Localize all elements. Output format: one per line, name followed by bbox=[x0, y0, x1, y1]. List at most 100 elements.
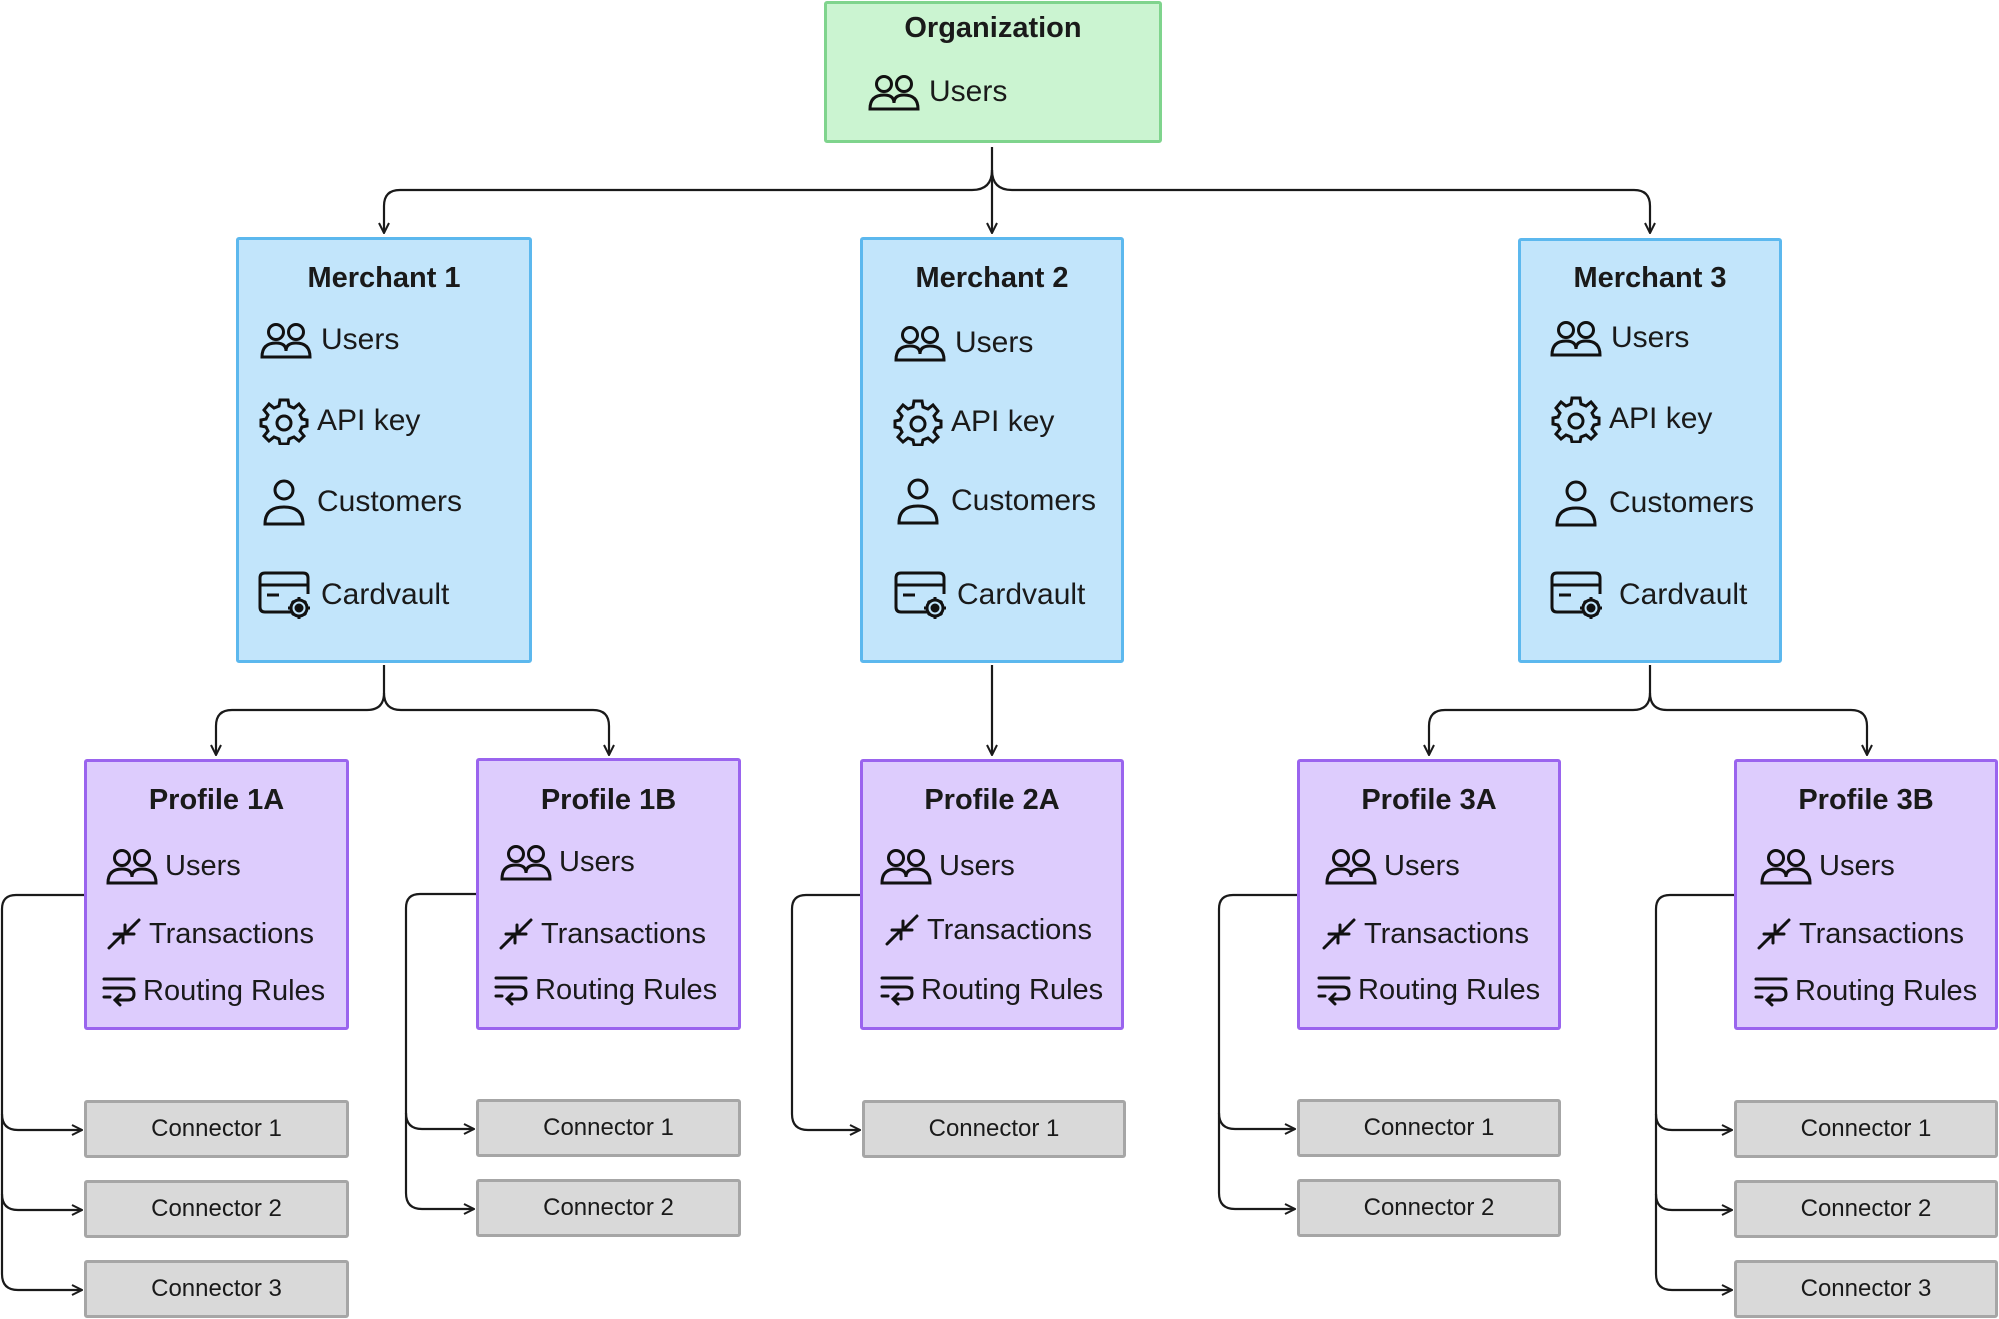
transactions-icon bbox=[1320, 916, 1358, 952]
merchant-api-key-item: API key bbox=[893, 398, 1054, 446]
routing-icon bbox=[493, 973, 529, 1007]
edge-merchant1-profile1a bbox=[216, 665, 386, 755]
profile-3a-box: Profile 3A Users Transactions Routing Ru… bbox=[1297, 759, 1561, 1030]
profile-users-label: Users bbox=[939, 849, 1015, 882]
connector-box: Connector 1 bbox=[1734, 1100, 1998, 1158]
merchant-api-key-label: API key bbox=[951, 405, 1055, 438]
card-gear-icon bbox=[893, 570, 949, 620]
users-icon bbox=[1759, 846, 1813, 886]
profile-users-label: Users bbox=[1384, 849, 1460, 882]
routing-icon bbox=[879, 973, 915, 1007]
merchant-cardvault-item: Cardvault bbox=[257, 570, 449, 620]
edge-profile1b-connectors bbox=[404, 892, 476, 1209]
profile-transactions-item: Transactions bbox=[1755, 916, 1964, 952]
gear-icon bbox=[893, 398, 943, 446]
organization-users-item: Users bbox=[867, 72, 1007, 112]
merchant-users-item: Users bbox=[1549, 318, 1689, 358]
profile-routing-rules-label: Routing Rules bbox=[921, 973, 1104, 1006]
profile-transactions-item: Transactions bbox=[1320, 916, 1529, 952]
profile-routing-rules-label: Routing Rules bbox=[535, 973, 718, 1006]
connector-label: Connector 2 bbox=[1363, 1194, 1495, 1221]
card-gear-icon bbox=[1549, 570, 1605, 620]
profile-routing-rules-item: Routing Rules bbox=[1753, 974, 1977, 1008]
users-icon bbox=[1549, 318, 1603, 358]
connector-label: Connector 3 bbox=[151, 1275, 282, 1302]
connector-label: Connector 1 bbox=[928, 1115, 1060, 1142]
merchant-users-item: Users bbox=[893, 323, 1033, 363]
profile-title: Profile 3B bbox=[1798, 784, 1934, 816]
transactions-icon bbox=[883, 912, 921, 948]
connector-box: Connector 2 bbox=[84, 1180, 349, 1238]
gear-icon bbox=[1551, 395, 1601, 443]
profile-transactions-label: Transactions bbox=[1799, 917, 1964, 950]
merchant-customers-label: Customers bbox=[1609, 486, 1755, 519]
edge-profile1a-connectors bbox=[0, 893, 84, 1290]
merchant-title: Merchant 1 bbox=[307, 262, 461, 294]
profile-title: Profile 1B bbox=[540, 784, 677, 816]
connector-box: Connector 1 bbox=[84, 1100, 349, 1158]
person-icon bbox=[893, 476, 943, 526]
users-icon bbox=[867, 72, 921, 112]
connector-label: Connector 2 bbox=[151, 1195, 282, 1222]
merchant-3-box: Merchant 3 Users API key Customers Cardv… bbox=[1518, 238, 1782, 663]
profile-routing-rules-item: Routing Rules bbox=[879, 973, 1103, 1007]
users-icon bbox=[259, 320, 313, 360]
profile-3b-box: Profile 3B Users Transactions Routing Ru… bbox=[1734, 759, 1998, 1030]
connector-box: Connector 3 bbox=[1734, 1260, 1998, 1318]
merchant-customers-item: Customers bbox=[1551, 478, 1754, 528]
profile-title: Profile 3A bbox=[1361, 784, 1497, 816]
profile-1a-box: Profile 1A Users Transactions Routing Ru… bbox=[84, 759, 349, 1030]
profile-users-item: Users bbox=[499, 842, 635, 882]
merchant-api-key-label: API key bbox=[1609, 402, 1713, 435]
organization-title: Organization bbox=[904, 12, 1082, 44]
profile-users-label: Users bbox=[1819, 849, 1895, 882]
profile-users-item: Users bbox=[105, 846, 241, 886]
routing-icon bbox=[101, 974, 137, 1008]
merchant-title: Merchant 3 bbox=[1573, 262, 1727, 294]
merchant-1-box: Merchant 1 Users API key Customers Cardv… bbox=[236, 237, 532, 663]
edge-merchant3-profile3a bbox=[1429, 665, 1652, 755]
profile-users-label: Users bbox=[559, 845, 635, 878]
profile-1b-box: Profile 1B Users Transactions Routing Ru… bbox=[476, 758, 741, 1030]
edge-profile2a-connectors bbox=[790, 893, 860, 1130]
routing-icon bbox=[1753, 974, 1789, 1008]
connector-box: Connector 2 bbox=[476, 1179, 741, 1237]
profile-routing-rules-item: Routing Rules bbox=[1316, 973, 1540, 1007]
profile-transactions-label: Transactions bbox=[149, 917, 314, 950]
merchant-2-box: Merchant 2 Users API key Customers Cardv… bbox=[860, 237, 1124, 663]
merchant-api-key-item: API key bbox=[259, 397, 420, 445]
transactions-icon bbox=[105, 916, 143, 952]
profile-routing-rules-label: Routing Rules bbox=[1358, 973, 1541, 1006]
users-icon bbox=[1324, 846, 1378, 886]
connector-label: Connector 1 bbox=[1800, 1115, 1932, 1142]
gear-icon bbox=[259, 397, 309, 445]
connector-label: Connector 2 bbox=[543, 1194, 674, 1221]
merchant-users-item: Users bbox=[259, 320, 399, 360]
profile-transactions-label: Transactions bbox=[541, 917, 706, 950]
merchant-cardvault-label: Cardvault bbox=[321, 578, 450, 611]
profile-title: Profile 1A bbox=[148, 784, 285, 816]
connector-box: Connector 2 bbox=[1297, 1179, 1561, 1237]
merchant-users-label: Users bbox=[321, 323, 400, 356]
connector-label: Connector 1 bbox=[1363, 1114, 1495, 1141]
merchant-cardvault-item: Cardvault bbox=[893, 570, 1085, 620]
merchant-customers-label: Customers bbox=[317, 485, 463, 518]
connector-label: Connector 2 bbox=[1800, 1195, 1932, 1222]
edge-profile3b-connectors bbox=[1654, 893, 1734, 1290]
merchant-users-label: Users bbox=[955, 326, 1034, 359]
person-icon bbox=[1551, 478, 1601, 528]
users-icon bbox=[499, 842, 553, 882]
connector-box: Connector 1 bbox=[862, 1100, 1126, 1158]
profile-transactions-item: Transactions bbox=[883, 912, 1092, 948]
merchant-api-key-item: API key bbox=[1551, 395, 1712, 443]
profile-routing-rules-label: Routing Rules bbox=[143, 974, 326, 1007]
edge-org-merchant1 bbox=[384, 169, 994, 233]
profile-transactions-item: Transactions bbox=[497, 916, 706, 952]
connector-label: Connector 3 bbox=[1800, 1275, 1932, 1302]
edge-org-merchant3 bbox=[990, 169, 1650, 233]
connector-label: Connector 1 bbox=[151, 1115, 282, 1142]
profile-users-item: Users bbox=[1324, 846, 1460, 886]
transactions-icon bbox=[1755, 916, 1793, 952]
